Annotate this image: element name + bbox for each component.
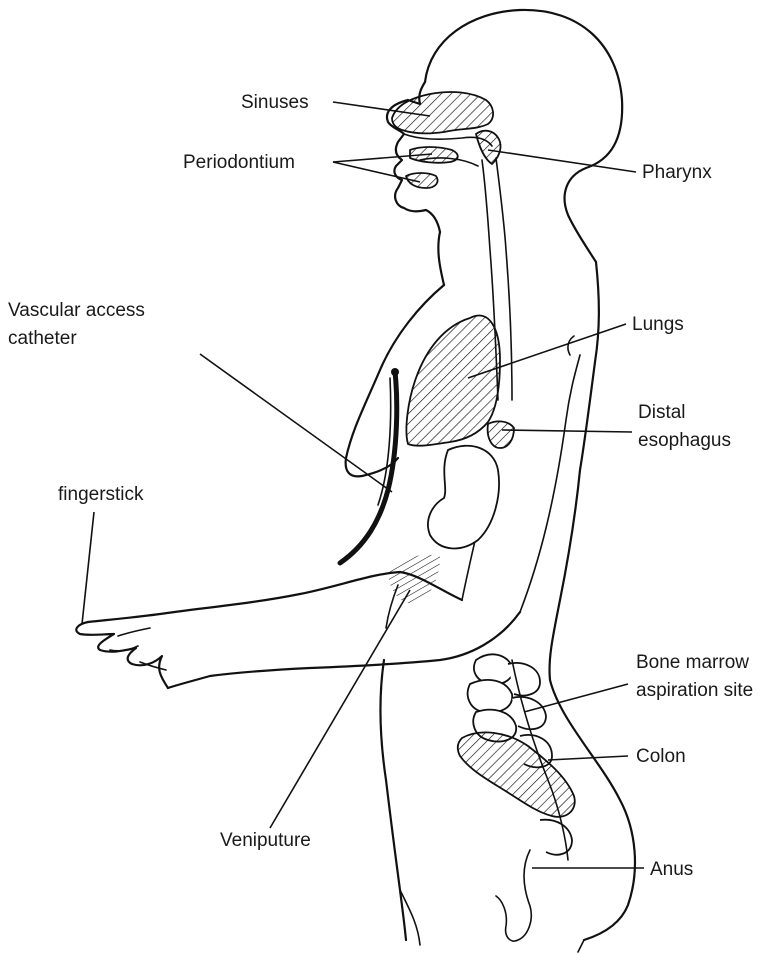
label-lungs: Lungs	[632, 314, 684, 335]
fingerstick-leader	[82, 512, 94, 624]
distal-esophagus-leader	[502, 430, 632, 432]
head-outline	[425, 10, 622, 262]
label-periodontium: Periodontium	[183, 152, 295, 173]
label-sinuses: Sinuses	[241, 92, 309, 113]
vascular-access-leader	[200, 354, 392, 492]
label-colon: Colon	[636, 746, 686, 767]
label-bone-marrow-1: Bone marrow	[636, 652, 749, 673]
label-veniputure: Veniputure	[220, 830, 311, 851]
belly-outline	[380, 660, 406, 940]
stomach	[428, 446, 499, 549]
periodontium-leader-2	[333, 162, 420, 182]
label-pharynx: Pharynx	[642, 162, 712, 183]
venipuncture-region	[388, 555, 440, 604]
hand	[76, 622, 168, 688]
label-distal-2: esophagus	[638, 430, 731, 451]
label-distal-1: Distal	[638, 402, 686, 423]
arm-lower	[168, 612, 520, 688]
label-vascular-access-2: catheter	[8, 328, 77, 349]
veniputure-leader	[270, 590, 410, 828]
label-bone-marrow-2: aspiration site	[636, 680, 753, 701]
bone-marrow-leader	[524, 684, 628, 712]
label-fingerstick: fingerstick	[58, 484, 144, 505]
pharynx-leader	[488, 150, 636, 172]
label-anus: Anus	[650, 859, 693, 880]
distal-esophagus-region	[488, 421, 514, 448]
colon-leader	[548, 756, 628, 760]
lungs	[406, 316, 500, 446]
label-vascular-access-1: Vascular access	[8, 300, 145, 321]
